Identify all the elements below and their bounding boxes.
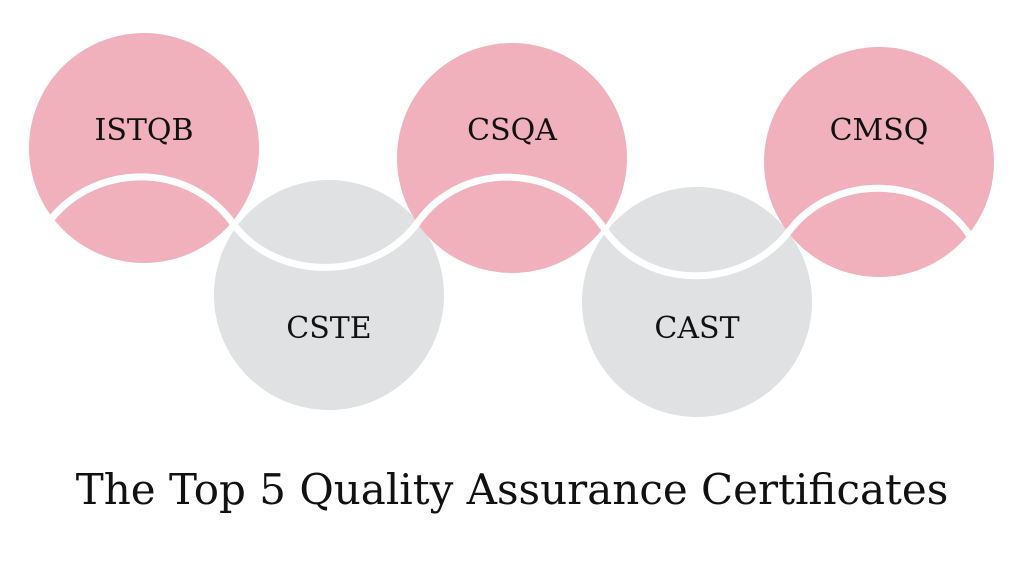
connecting-wave	[48, 173, 974, 280]
certificate-circle-istqb	[29, 33, 259, 263]
certificate-label-cast: CAST	[654, 311, 739, 346]
certificate-circle-csqa	[397, 43, 627, 273]
certificate-label-istqb: ISTQB	[94, 113, 193, 148]
certificate-circle-cmsq	[764, 47, 994, 277]
certificate-circle-cast	[582, 187, 812, 417]
certificate-label-cste: CSTE	[286, 311, 371, 346]
page-title: The Top 5 Quality Assurance Certificates	[75, 465, 949, 514]
certificate-label-cmsq: CMSQ	[830, 113, 929, 148]
certificate-label-csqa: CSQA	[467, 113, 557, 148]
certificate-circle-cste	[214, 180, 444, 410]
